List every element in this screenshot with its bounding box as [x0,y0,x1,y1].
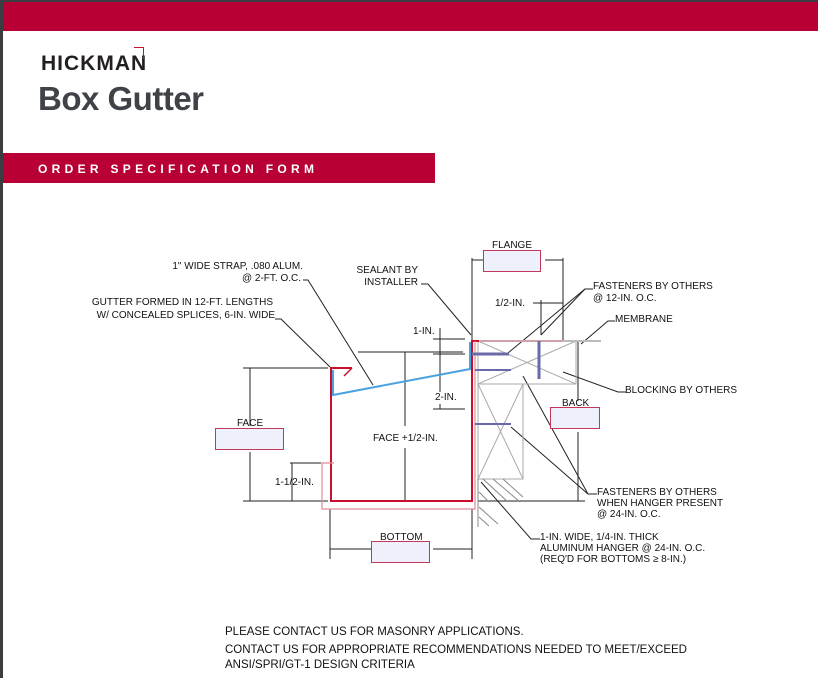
face-input[interactable] [215,428,284,450]
membrane-label: MEMBRANE [615,314,673,325]
section-title: ORDER SPECIFICATION FORM [38,162,319,176]
face-label: FACE [237,418,264,429]
back-input[interactable] [550,407,600,429]
page-title: Box Gutter [38,80,204,117]
sealant-label: SEALANT BY [356,265,418,276]
hanger-label-2: ALUMINUM HANGER @ 24-IN. O.C. [540,543,706,554]
face-plus-half-label: FACE +1/2-IN. [373,433,438,444]
header-bar [3,2,818,31]
sealant-label-2: INSTALLER [364,277,418,288]
design-criteria-note: ANSI/SPRI/GT-1 DESIGN CRITERIA [225,659,415,671]
strap-label: 1" WIDE STRAP, .080 ALUM. [172,261,303,272]
fasteners-24-label-2: WHEN HANGER PRESENT [597,498,724,509]
flange-label: FLANGE [492,240,533,251]
one-inch-label: 1-IN. [413,326,435,337]
blocking-label: BLOCKING BY OTHERS [625,385,738,396]
hickman-logo: HICKMAN [41,52,148,75]
masonry-hatch [477,478,524,527]
bottom-label: BOTTOM [380,532,423,543]
logo-mark-icon [134,47,144,59]
two-inch-label: 2-IN. [435,392,457,403]
back-label: BACK [562,398,590,409]
recommendation-note: CONTACT US FOR APPROPRIATE RECOMMENDATIO… [225,644,687,656]
hanger-label: 1-IN. WIDE, 1/4-IN. THICK [540,532,659,543]
strap-label-2: @ 2-FT. O.C. [241,273,301,284]
section-band: ORDER SPECIFICATION FORM [3,153,435,183]
half-inch-label: 1/2-IN. [495,298,526,309]
masonry-note: PLEASE CONTACT US FOR MASONRY APPLICATIO… [225,626,524,638]
flange-input[interactable] [483,250,541,272]
dimension-lines [243,258,585,559]
strap [332,342,471,397]
fasteners-12-label-2: @ 12-IN. O.C. [593,293,657,304]
gutter-profile [321,340,563,510]
document-page: HICKMAN Box Gutter ORDER SPECIFICATION F… [3,2,818,678]
fasteners-12-label: FASTENERS BY OTHERS [593,281,713,292]
bottom-input[interactable] [371,541,430,563]
gutter-diagram [243,258,626,559]
fasteners-24-label-3: @ 24-IN. O.C. [597,509,661,520]
leader-lines [275,279,626,540]
one-and-half-inch-label: 1-1/2-IN. [275,477,314,488]
fasteners [472,341,541,425]
gutter-label-2: W/ CONCEALED SPLICES, 6-IN. WIDE [96,310,275,321]
blocking [471,340,601,527]
fasteners-24-label: FASTENERS BY OTHERS [597,487,717,498]
hanger-label-3: (REQ'D FOR BOTTOMS ≥ 8-IN.) [540,554,687,565]
gutter-label: GUTTER FORMED IN 12-FT. LENGTHS [91,297,273,308]
